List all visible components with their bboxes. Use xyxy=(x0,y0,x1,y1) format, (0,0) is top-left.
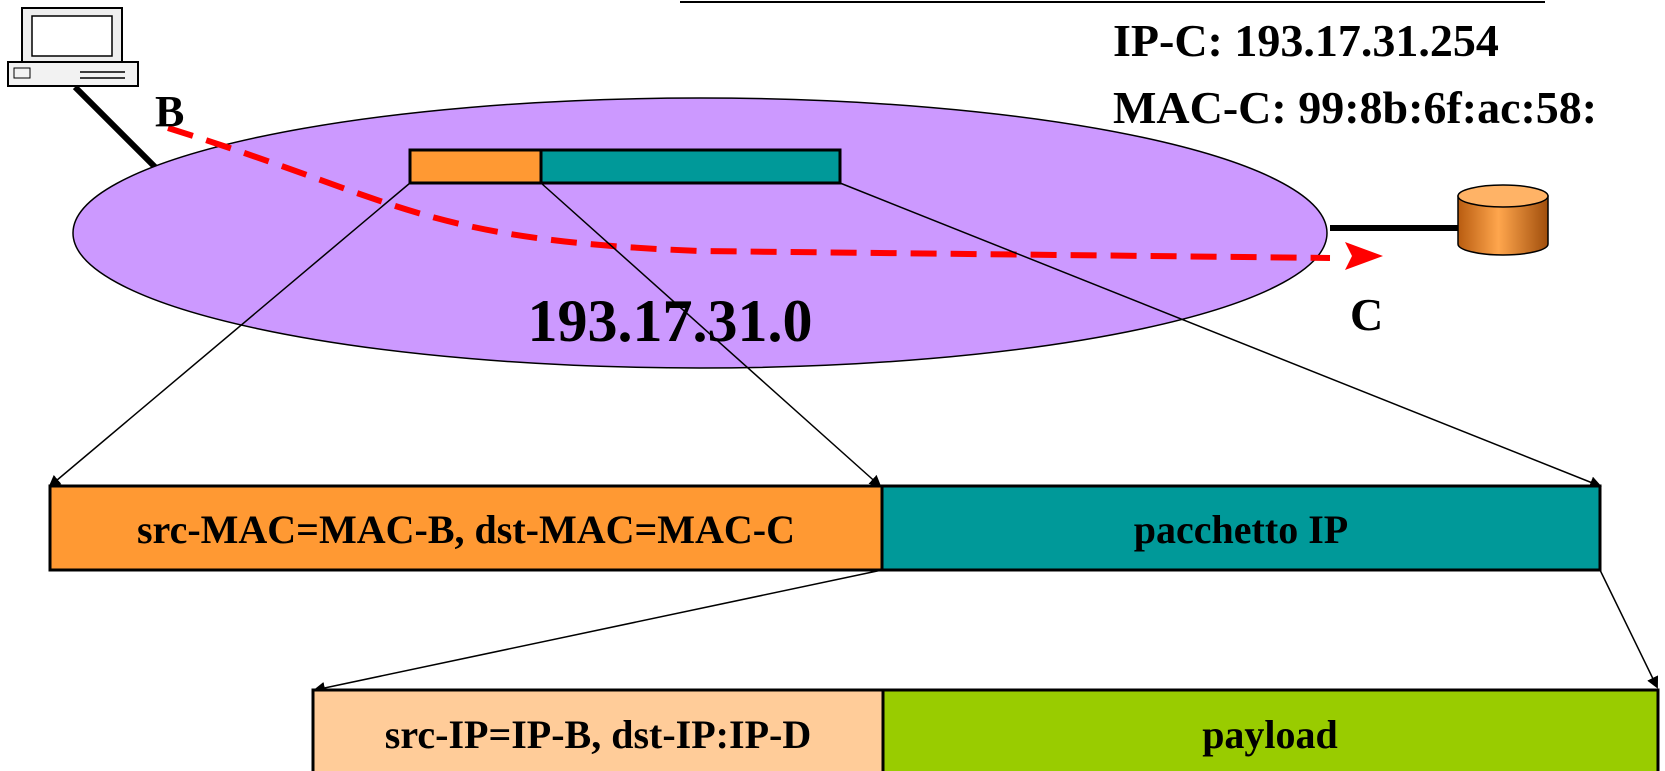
packet-payload-box xyxy=(881,688,1660,771)
packet-payload-text: payload xyxy=(1202,712,1338,757)
mini-frame-body xyxy=(539,148,842,185)
expand-line-3 xyxy=(839,182,1602,488)
frame-header-box xyxy=(48,484,884,572)
mini-frame-header xyxy=(408,148,543,185)
expand-line-4 xyxy=(313,569,883,694)
host-c-ip: IP-C: 193.17.31.254 xyxy=(1113,15,1499,66)
expand-line-2 xyxy=(540,182,882,488)
frame-body-box xyxy=(880,484,1602,572)
frame-header-text: src-MAC=MAC-B, dst-MAC=MAC-C xyxy=(137,507,795,552)
path-arrowhead xyxy=(1345,242,1383,270)
packet-header-text: src-IP=IP-B, dst-IP:IP-D xyxy=(385,712,811,757)
packet-header-box xyxy=(311,688,885,771)
host-b-label: B xyxy=(155,87,184,136)
computer-icon xyxy=(7,7,139,87)
host-c-label: C xyxy=(1350,289,1383,340)
network-ellipse xyxy=(72,97,1328,369)
expand-line-1 xyxy=(48,182,411,488)
host-c-mac: MAC-C: 99:8b:6f:ac:58: xyxy=(1113,82,1597,133)
server-icon xyxy=(1457,184,1549,256)
packet-path xyxy=(167,125,1331,261)
network-address: 193.17.31.0 xyxy=(528,288,813,354)
host-b-link xyxy=(72,84,158,170)
expand-line-5 xyxy=(1599,569,1659,689)
frame-body-text: pacchetto IP xyxy=(1134,507,1348,552)
